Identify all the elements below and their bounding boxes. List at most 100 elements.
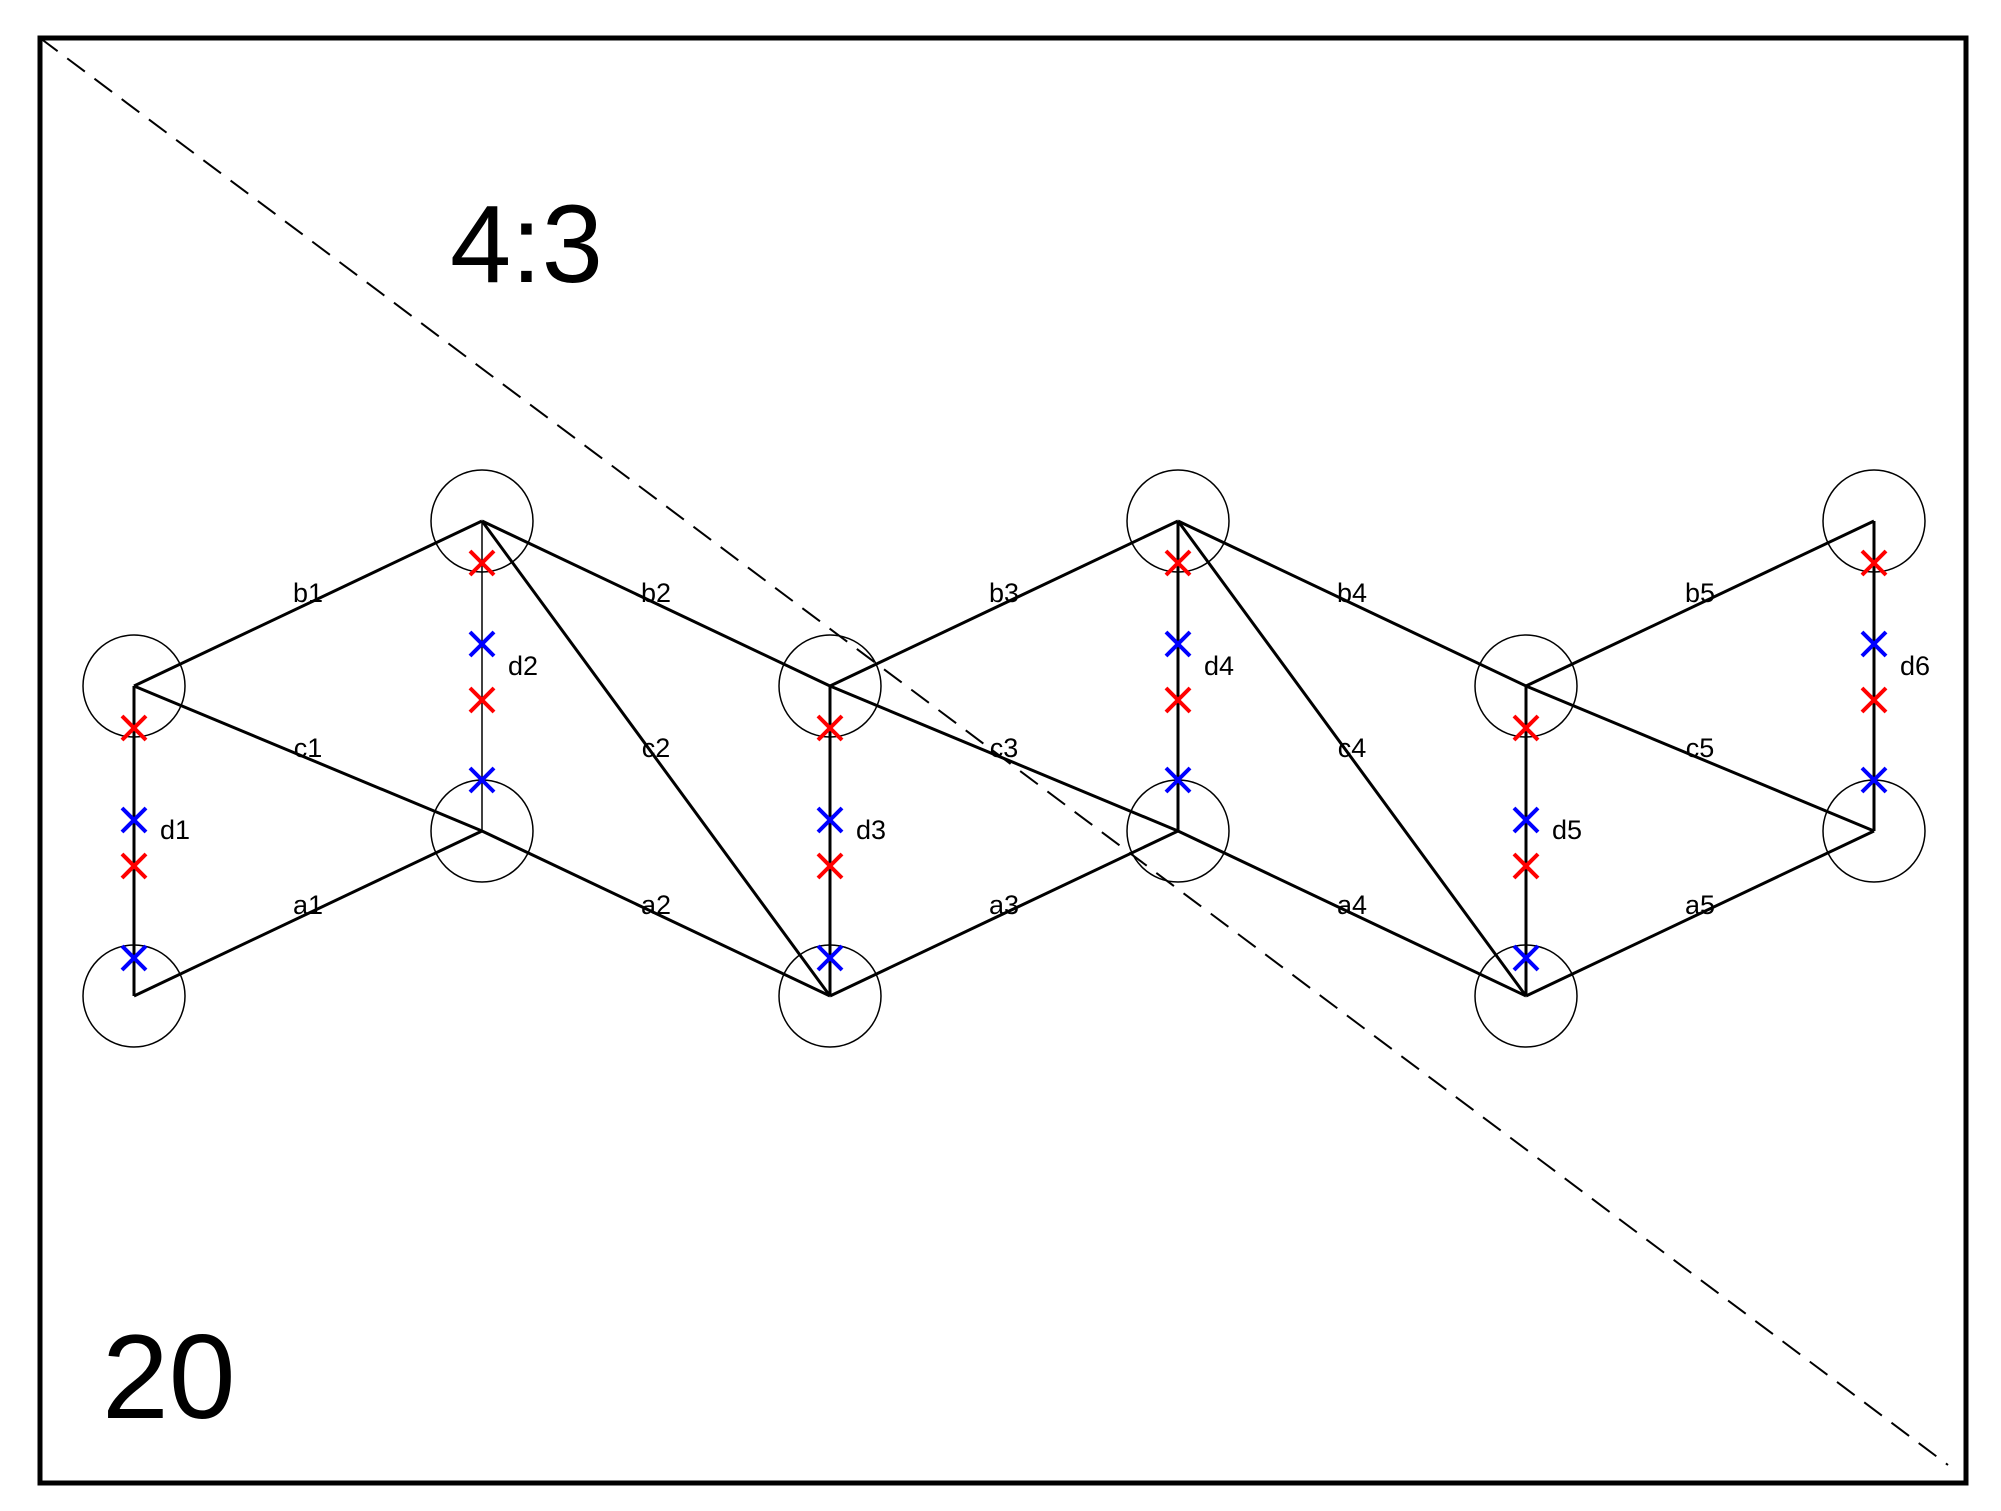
node-circle-top-5 [1474, 634, 1578, 738]
label-d1: d1 [160, 815, 190, 845]
red-cross-d4-low [1164, 686, 1192, 714]
ratio-label: 4:3 [450, 183, 603, 306]
red-cross-d2-top-stroke-2 [468, 549, 496, 577]
label-b5: b5 [1685, 578, 1715, 608]
member-a1 [133, 829, 483, 998]
red-cross-d2-low [468, 686, 496, 714]
diagonal-dashed-line [39, 37, 1949, 1466]
red-cross-d6-top [1860, 549, 1888, 577]
member-c3 [829, 684, 1179, 833]
member-a3 [829, 829, 1179, 998]
member-b5 [1525, 519, 1875, 688]
blue-cross-d3-mid-stroke-2 [816, 806, 844, 834]
red-cross-d4-low-stroke-2 [1164, 686, 1192, 714]
label-b4: b4 [1337, 578, 1367, 608]
node-circle-top-6 [1822, 469, 1926, 573]
label-a2: a2 [641, 890, 671, 920]
label-c2: c2 [642, 733, 671, 763]
blue-cross-d4-mid-stroke-2 [1164, 630, 1192, 658]
blue-cross-d3-mid [816, 806, 844, 834]
blue-cross-d2-mid-stroke-2 [468, 630, 496, 658]
member-c1 [133, 684, 483, 833]
label-c5: c5 [1686, 733, 1715, 763]
member-c4 [1176, 520, 1528, 997]
frame-border [37, 35, 1969, 1486]
node-circle-bottom-3 [778, 944, 882, 1048]
blue-cross-d2-mid [468, 630, 496, 658]
node-circle-bottom-1 [82, 944, 186, 1048]
label-a5: a5 [1685, 890, 1715, 920]
label-b1: b1 [293, 578, 323, 608]
red-cross-d3-low-stroke-2 [816, 852, 844, 880]
label-d6: d6 [1900, 651, 1930, 681]
blue-cross-d3-bottom-stroke-2 [816, 944, 844, 972]
label-d3: d3 [856, 815, 886, 845]
node-circle-top-2 [430, 469, 534, 573]
red-cross-d3-low [816, 852, 844, 880]
red-cross-d5-top-stroke-2 [1512, 714, 1540, 742]
label-c1: c1 [294, 733, 323, 763]
member-b2 [481, 519, 831, 688]
blue-cross-d6-mid-stroke-2 [1860, 630, 1888, 658]
blue-cross-d6-mid [1860, 630, 1888, 658]
blue-cross-d3-bottom [816, 944, 844, 972]
number-label: 20 [102, 1310, 235, 1444]
blue-cross-d4-bottom-stroke-2 [1164, 766, 1192, 794]
node-circle-top-1 [82, 634, 186, 738]
blue-cross-d4-bottom [1164, 766, 1192, 794]
node-circle-top-3 [778, 634, 882, 738]
node-circle-top-4 [1126, 469, 1230, 573]
red-cross-d1-low-stroke-2 [120, 852, 148, 880]
label-c3: c3 [990, 733, 1019, 763]
label-d2: d2 [508, 651, 538, 681]
red-cross-d2-low-stroke-2 [468, 686, 496, 714]
red-cross-d5-low-stroke-2 [1512, 852, 1540, 880]
point-marks [120, 549, 1888, 972]
red-cross-d1-top [120, 714, 148, 742]
member-c5 [1525, 684, 1875, 833]
blue-cross-d4-mid [1164, 630, 1192, 658]
blue-cross-d5-mid [1512, 806, 1540, 834]
blue-cross-d5-mid-stroke-2 [1512, 806, 1540, 834]
member-b1 [133, 519, 483, 688]
blue-cross-d5-bottom-stroke-2 [1512, 944, 1540, 972]
red-cross-d3-top [816, 714, 844, 742]
label-c4: c4 [1338, 733, 1367, 763]
member-a4 [1177, 829, 1527, 998]
red-cross-d2-top [468, 549, 496, 577]
blue-cross-d1-mid [120, 806, 148, 834]
red-cross-d4-top-stroke-2 [1164, 549, 1192, 577]
blue-cross-d1-bottom-stroke-2 [120, 944, 148, 972]
member-a2 [481, 829, 831, 998]
label-d4: d4 [1204, 651, 1234, 681]
blue-cross-d1-bottom [120, 944, 148, 972]
blue-cross-d2-bottom [468, 766, 496, 794]
node-circles [82, 469, 1926, 1048]
red-cross-d1-top-stroke-2 [120, 714, 148, 742]
red-cross-d1-low [120, 852, 148, 880]
blue-cross-d5-bottom [1512, 944, 1540, 972]
node-circle-bottom-5 [1474, 944, 1578, 1048]
member-b4 [1177, 519, 1527, 688]
label-a4: a4 [1337, 890, 1367, 920]
red-cross-d6-top-stroke-2 [1860, 549, 1888, 577]
blue-cross-d2-bottom-stroke-2 [468, 766, 496, 794]
red-cross-d6-low [1860, 686, 1888, 714]
label-b3: b3 [989, 578, 1019, 608]
member-b3 [829, 519, 1179, 688]
blue-cross-d6-bottom-stroke-2 [1860, 766, 1888, 794]
red-cross-d5-top [1512, 714, 1540, 742]
blue-cross-d6-bottom [1860, 766, 1888, 794]
label-a3: a3 [989, 890, 1019, 920]
label-d5: d5 [1552, 815, 1582, 845]
blue-cross-d1-mid-stroke-2 [120, 806, 148, 834]
red-cross-d6-low-stroke-2 [1860, 686, 1888, 714]
label-b2: b2 [641, 578, 671, 608]
red-cross-d3-top-stroke-2 [816, 714, 844, 742]
member-labels: a1 b1 c1 a2 b2 c2 a3 b3 c3 a4 b4 c4 a5 b5 c5 d1 d2 d3 d4 d5… [160, 578, 1930, 920]
red-cross-d4-top [1164, 549, 1192, 577]
label-a1: a1 [293, 890, 323, 920]
red-cross-d5-low [1512, 852, 1540, 880]
member-c2 [480, 520, 832, 997]
